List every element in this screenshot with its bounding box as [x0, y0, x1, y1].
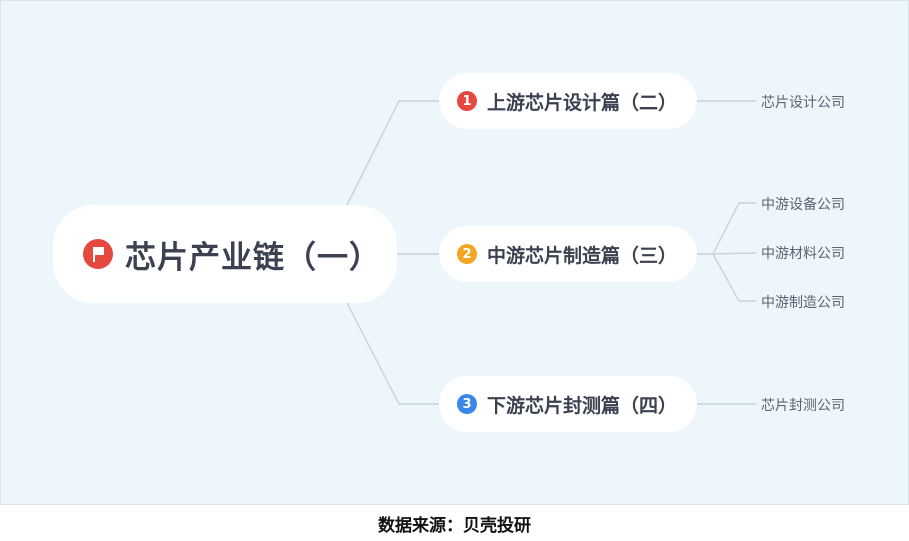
- branch-node-upstream[interactable]: 1 上游芯片设计篇（二）: [439, 73, 697, 129]
- number-badge-1: 1: [457, 91, 477, 111]
- leaf-midstream-equipment-companies[interactable]: 中游设备公司: [761, 197, 845, 213]
- branch-node-downstream[interactable]: 3 下游芯片封测篇（四）: [439, 376, 697, 432]
- mindmap-canvas: 芯片产业链（一） 1 上游芯片设计篇（二） 2 中游芯片制造篇（三） 3 下游芯…: [0, 0, 909, 505]
- flag-icon: [83, 239, 113, 269]
- number-badge-2: 2: [457, 244, 477, 264]
- branch-label-midstream: 中游芯片制造篇（三）: [487, 244, 678, 267]
- number-badge-3: 3: [457, 394, 477, 414]
- source-caption: 数据来源：贝壳投研: [378, 515, 531, 536]
- connector-lines: [343, 100, 757, 405]
- branch-label-downstream: 下游芯片封测篇（四）: [487, 394, 678, 417]
- leaf-midstream-manufacturing-companies[interactable]: 中游制造公司: [761, 295, 845, 311]
- branch-label-upstream: 上游芯片设计篇（二）: [487, 91, 678, 114]
- leaf-chip-design-companies[interactable]: 芯片设计公司: [761, 95, 845, 111]
- leaf-chip-packaging-testing-companies[interactable]: 芯片封测公司: [761, 398, 845, 414]
- root-node[interactable]: 芯片产业链（一）: [53, 205, 397, 303]
- root-label: 芯片产业链（一）: [125, 239, 381, 276]
- leaf-midstream-materials-companies[interactable]: 中游材料公司: [761, 246, 845, 262]
- branch-node-midstream[interactable]: 2 中游芯片制造篇（三）: [439, 226, 697, 282]
